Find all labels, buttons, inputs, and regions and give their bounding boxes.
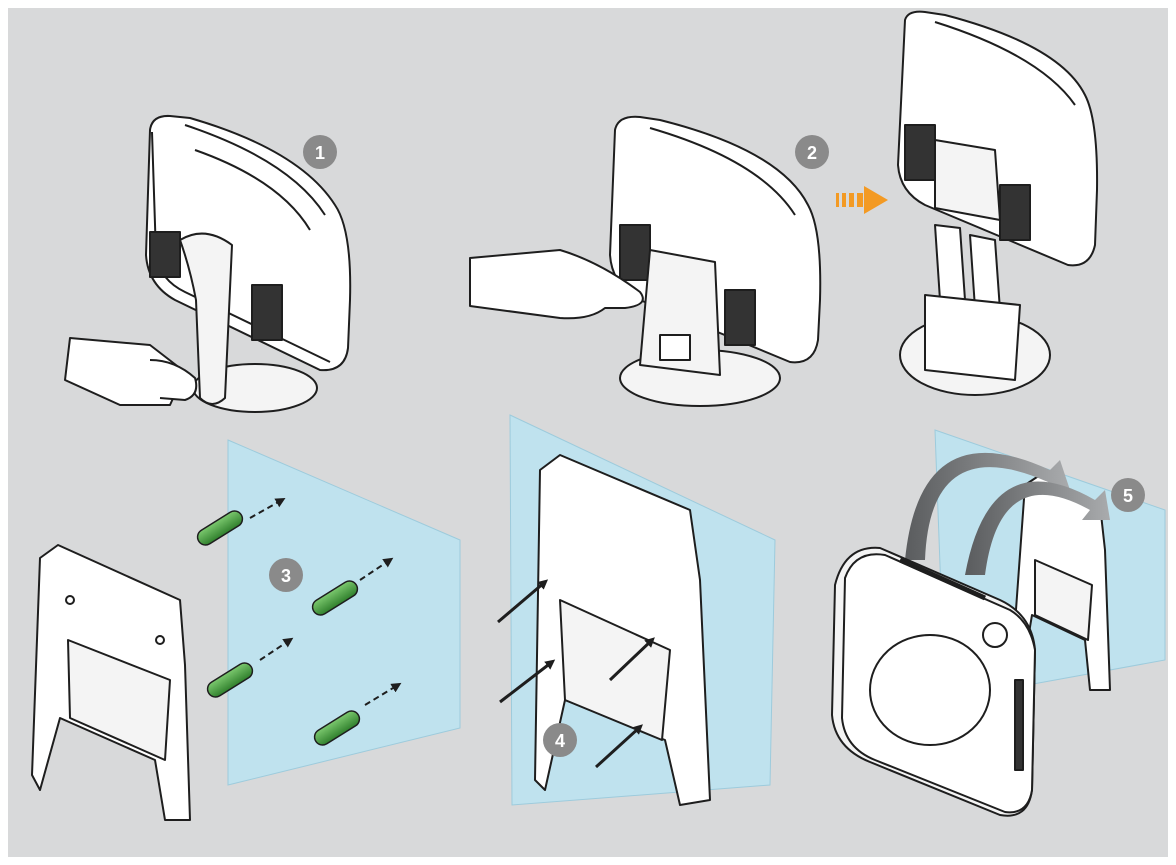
step-badge-3: 3 bbox=[269, 558, 303, 592]
step-number-3: 3 bbox=[281, 566, 291, 586]
step-number-2: 2 bbox=[807, 143, 817, 163]
step-badge-4: 4 bbox=[543, 723, 577, 757]
step-number-5: 5 bbox=[1123, 486, 1133, 506]
step-badge-2: 2 bbox=[795, 135, 829, 169]
step-badge-1: 1 bbox=[303, 135, 337, 169]
step-badge-5: 5 bbox=[1111, 478, 1145, 512]
step-number-4: 4 bbox=[555, 731, 565, 751]
step-number-1: 1 bbox=[315, 143, 325, 163]
